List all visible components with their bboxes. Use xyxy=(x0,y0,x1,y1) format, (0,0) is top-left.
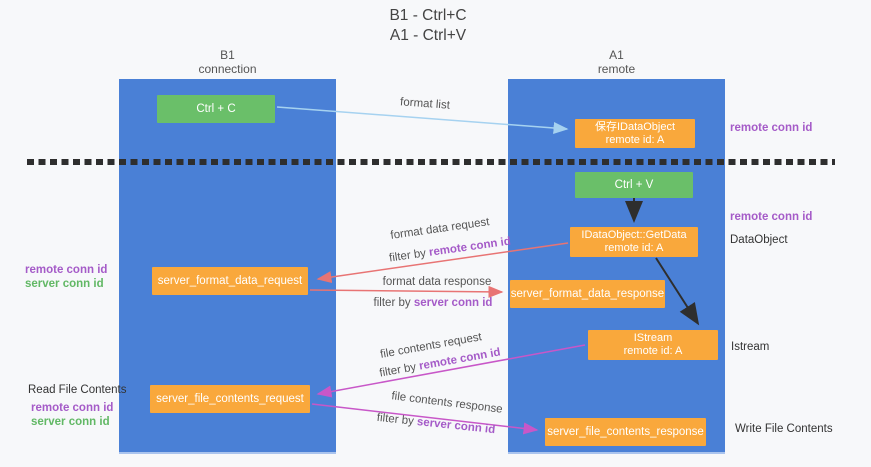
left-server-conn-id-label-1: server conn id xyxy=(25,278,104,290)
ctrl-c-box: Ctrl + C xyxy=(157,95,275,123)
filter-by-remote-conn-id-label-1: filter by remote conn id xyxy=(388,236,511,265)
left-server-conn-id-label-2: server conn id xyxy=(31,416,110,428)
diagram-title: B1 - Ctrl+C A1 - Ctrl+V xyxy=(308,6,548,46)
format-data-response-label: format data response xyxy=(382,276,492,288)
filter-by-server-conn-id-label-2: filter by server conn id xyxy=(376,412,496,436)
istream-box: IStream remote id: A xyxy=(588,330,718,360)
filter-by-text: filter by xyxy=(378,361,418,380)
server-format-data-response-box: server_format_data_response xyxy=(510,280,665,308)
istream-box-line2: remote id: A xyxy=(623,345,683,357)
istream-box-line1: IStream xyxy=(633,332,673,344)
format-data-request-label: format data request xyxy=(389,216,491,242)
format-list-label: format list xyxy=(399,96,451,112)
column-a1-name: A1 xyxy=(609,48,624,62)
column-b1-name: B1 xyxy=(220,48,235,62)
idataobject-getdata-line1: IDataObject::GetData xyxy=(581,229,687,241)
istream-label: Istream xyxy=(731,341,770,353)
dataobject-label: DataObject xyxy=(730,234,788,246)
filter-by-text: filter by xyxy=(388,247,427,265)
save-idataobject-line1: 保存IDataObject xyxy=(594,120,676,133)
ctrl-v-box: Ctrl + V xyxy=(575,172,693,198)
format-data-response-arrow xyxy=(309,285,504,298)
server-file-contents-response-box: server_file_contents_response xyxy=(545,418,706,446)
ctrl-c-label: Ctrl + C xyxy=(196,102,236,115)
title-line-2: A1 - Ctrl+V xyxy=(389,27,467,44)
ctrl-v-label: Ctrl + V xyxy=(614,178,654,191)
server-file-contents-response-label: server_file_contents_response xyxy=(547,425,704,438)
server-file-contents-request-label: server_file_contents_request xyxy=(156,392,304,405)
left-remote-conn-id-label-2: remote conn id xyxy=(31,402,114,414)
remote-conn-id-text: remote conn id xyxy=(428,235,512,259)
filter-by-text: filter by xyxy=(376,411,415,428)
server-conn-id-text: server conn id xyxy=(413,297,493,309)
separator-dashed-line xyxy=(27,159,835,165)
write-file-contents-label: Write File Contents xyxy=(735,423,833,435)
column-header-b1: B1 connection xyxy=(119,48,336,76)
server-format-data-response-label: server_format_data_response xyxy=(510,287,665,300)
server-format-data-request-label: server_format_data_request xyxy=(157,274,303,287)
read-file-contents-label: Read File Contents xyxy=(28,384,127,396)
remote-conn-id-mid-label: remote conn id xyxy=(730,211,813,223)
server-format-data-request-box: server_format_data_request xyxy=(152,267,308,295)
file-contents-response-label: file contents response xyxy=(390,390,504,416)
filter-by-text: filter by xyxy=(373,297,411,309)
idataobject-getdata-box: IDataObject::GetData remote id: A xyxy=(570,227,698,257)
column-a1-role: remote xyxy=(597,62,636,76)
remote-conn-id-top-label: remote conn id xyxy=(730,122,813,134)
column-header-a1: A1 remote xyxy=(508,48,725,76)
filter-by-server-conn-id-label-1: filter by server conn id xyxy=(374,297,493,309)
column-b1-role: connection xyxy=(198,62,257,76)
server-conn-id-text: server conn id xyxy=(416,416,496,437)
left-remote-conn-id-label-1: remote conn id xyxy=(25,264,108,276)
title-line-1: B1 - Ctrl+C xyxy=(389,7,467,24)
server-file-contents-request-box: server_file_contents_request xyxy=(150,385,310,413)
save-idataobject-box: 保存IDataObject remote id: A xyxy=(575,119,695,148)
save-idataobject-line2: remote id: A xyxy=(605,133,665,146)
idataobject-getdata-line2: remote id: A xyxy=(604,242,664,254)
